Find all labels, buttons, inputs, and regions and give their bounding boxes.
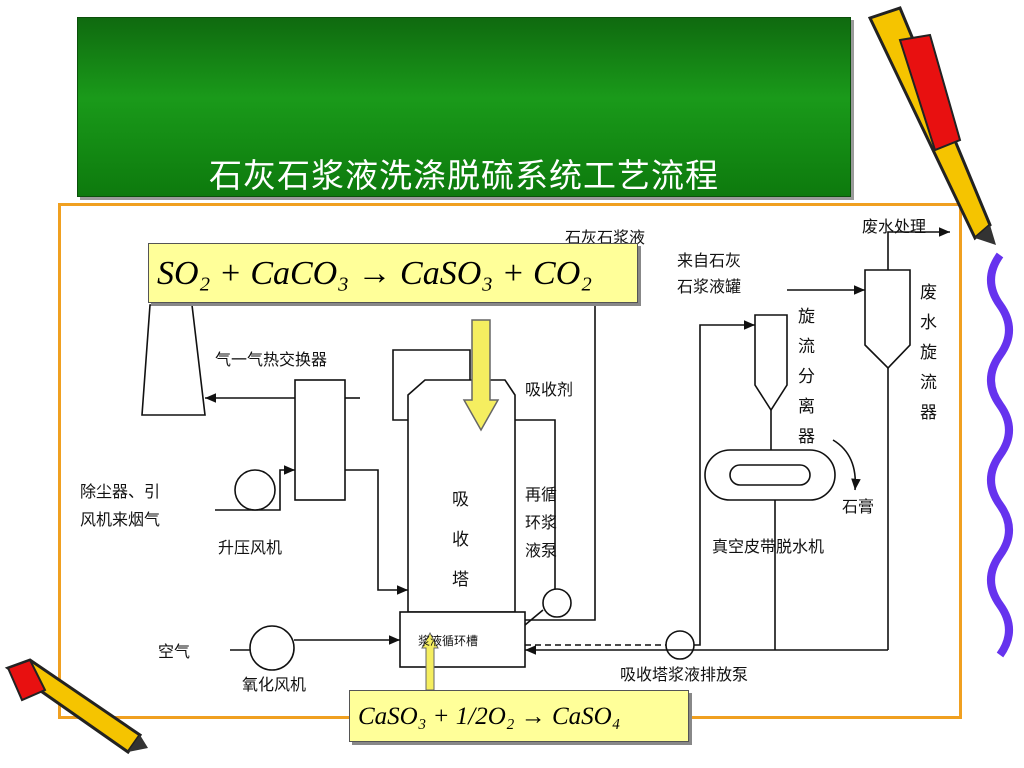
label-absorber-2: 收 <box>452 530 469 550</box>
pencil-decoration-top-icon <box>867 6 996 245</box>
label-recirc-pump-3: 液泵 <box>525 541 557 560</box>
label-slurry-tank: 浆液循环槽 <box>418 633 478 648</box>
label-ww-cyclone-3: 旋 <box>920 343 937 363</box>
label-absorber-3: 塔 <box>452 570 469 590</box>
wastewater-cyclone <box>864 269 911 370</box>
label-oxidation-fan: 氧化风机 <box>242 675 306 694</box>
pencil-decoration-bottom-icon <box>4 658 148 755</box>
label-ww-cyclone-5: 器 <box>920 403 937 423</box>
label-air: 空气 <box>158 642 190 661</box>
slide-title: 石灰石浆液洗涤脱硫系统工艺流程 <box>209 156 719 195</box>
down-arrow <box>462 319 500 432</box>
label-from-tank: 来自石灰 <box>677 251 741 270</box>
label-recirc-pump-2: 环浆 <box>525 513 557 532</box>
equation-bottom: CaSO₃ + 1/2O₂ → CaSO₄ <box>349 690 689 742</box>
label-cyclone-4: 离 <box>798 397 815 417</box>
chimney <box>141 304 206 416</box>
booster-fan <box>234 469 276 511</box>
label-discharge-pump: 吸收塔浆液排放泵 <box>620 665 748 684</box>
cyclone-separator <box>754 314 788 412</box>
oxidation-fan <box>249 625 295 671</box>
label-limestone-slurry: 石灰石浆液 <box>565 228 645 247</box>
heat-exchanger <box>294 379 346 501</box>
label-recirc-pump-1: 再循 <box>525 485 557 504</box>
label-absorber-1: 吸 <box>452 490 469 510</box>
label-ww-cyclone-1: 废 <box>920 283 937 303</box>
label-dust-source: 除尘器、引 <box>80 482 160 501</box>
purple-wave-decoration <box>987 252 1013 658</box>
label-cyclone-3: 分 <box>798 367 815 387</box>
equation-top: SO₂ + CaCO₃ → CaSO₃ + CO₂ <box>148 243 638 303</box>
label-cyclone-5: 器 <box>798 427 815 447</box>
label-booster-fan: 升压风机 <box>218 538 282 557</box>
label-ww-cyclone-2: 水 <box>920 313 937 333</box>
label-cyclone-2: 流 <box>798 337 815 357</box>
discharge-pump <box>665 630 695 660</box>
label-heat-exchanger: 气一气热交换器 <box>215 350 327 369</box>
label-absorbent: 吸收剂 <box>525 380 573 399</box>
label-dust-source-2: 风机来烟气 <box>80 510 160 529</box>
label-from-tank-2: 石浆液罐 <box>677 277 741 296</box>
label-gypsum: 石膏 <box>842 497 874 516</box>
label-belt-filter: 真空皮带脱水机 <box>712 537 824 556</box>
label-wastewater-treatment: 废水处理 <box>862 217 926 236</box>
title-banner: 石灰石浆液洗涤脱硫系统工艺流程 <box>77 17 851 197</box>
recirc-pump <box>542 588 572 618</box>
label-cyclone-1: 旋 <box>798 307 815 327</box>
label-ww-cyclone-4: 流 <box>920 373 937 393</box>
